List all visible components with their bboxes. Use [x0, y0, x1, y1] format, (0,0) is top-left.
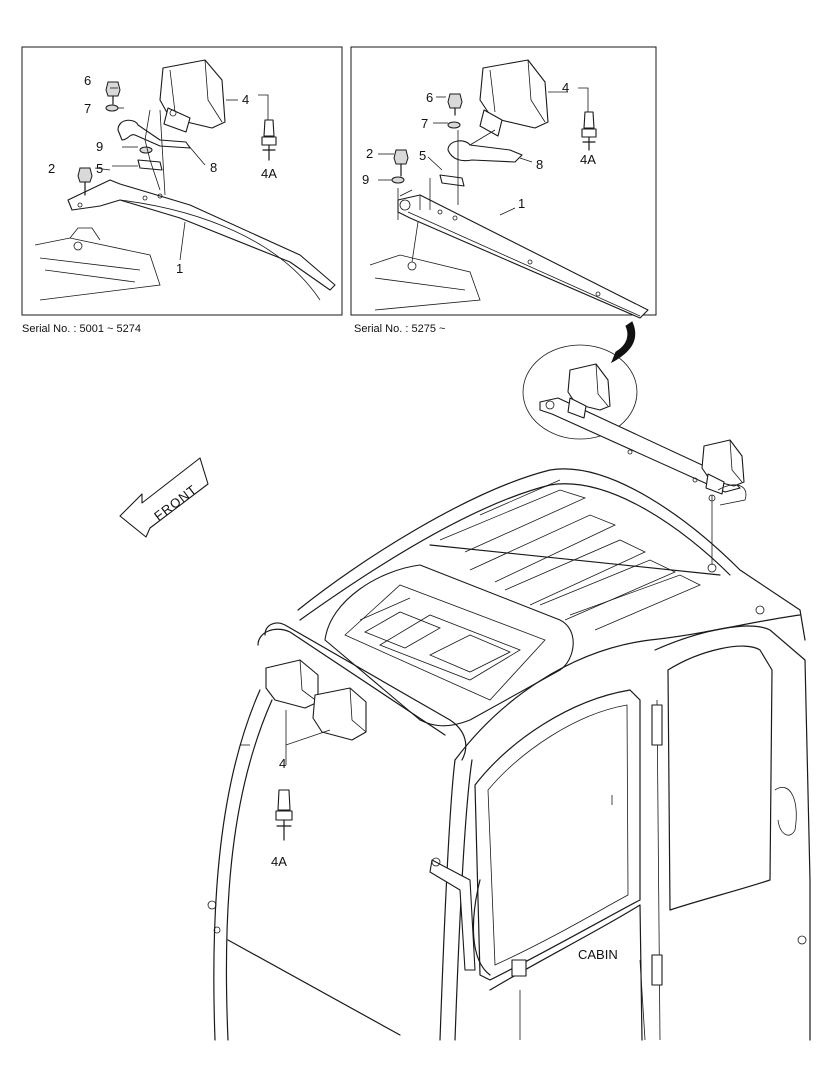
- callout-6: 6: [84, 73, 91, 88]
- detail-arrow: [611, 321, 636, 364]
- callout-2: 2: [366, 146, 373, 161]
- callout-4: 4: [562, 80, 569, 95]
- callout-7: 7: [421, 116, 428, 131]
- panel-2-frame: [350, 46, 657, 316]
- callout-1: 1: [518, 196, 525, 211]
- front-arrow: FRONT: [119, 457, 209, 538]
- callout-9: 9: [362, 172, 369, 187]
- callout-8: 8: [536, 157, 543, 172]
- panel-1: 6 7 9 5 2 4 4A 8 1: [21, 46, 343, 316]
- main-callout-4: 4: [279, 756, 286, 771]
- panel-1-frame: [21, 46, 343, 316]
- main-callout-4a: 4A: [271, 854, 287, 869]
- panel-2-serial: Serial No. : 5275 ~: [354, 323, 445, 335]
- callout-5: 5: [96, 161, 103, 176]
- detail-view: [522, 344, 747, 573]
- panel-1-serial: Serial No. : 5001 ~ 5274: [22, 323, 141, 335]
- callout-4a: 4A: [261, 166, 277, 181]
- callout-9: 9: [96, 139, 103, 154]
- callout-8: 8: [210, 160, 217, 175]
- callout-1: 1: [176, 261, 183, 276]
- callout-5: 5: [419, 148, 426, 163]
- callout-4a: 4A: [580, 152, 596, 167]
- panel-2: 6 7 2 5 9 4 4A 8 1: [350, 46, 657, 319]
- callout-6: 6: [426, 90, 433, 105]
- cabin-drawing: [207, 468, 811, 1041]
- callout-7: 7: [84, 101, 91, 116]
- callout-4: 4: [242, 92, 249, 107]
- cabin-label: CABIN: [578, 947, 618, 962]
- callout-2: 2: [48, 161, 55, 176]
